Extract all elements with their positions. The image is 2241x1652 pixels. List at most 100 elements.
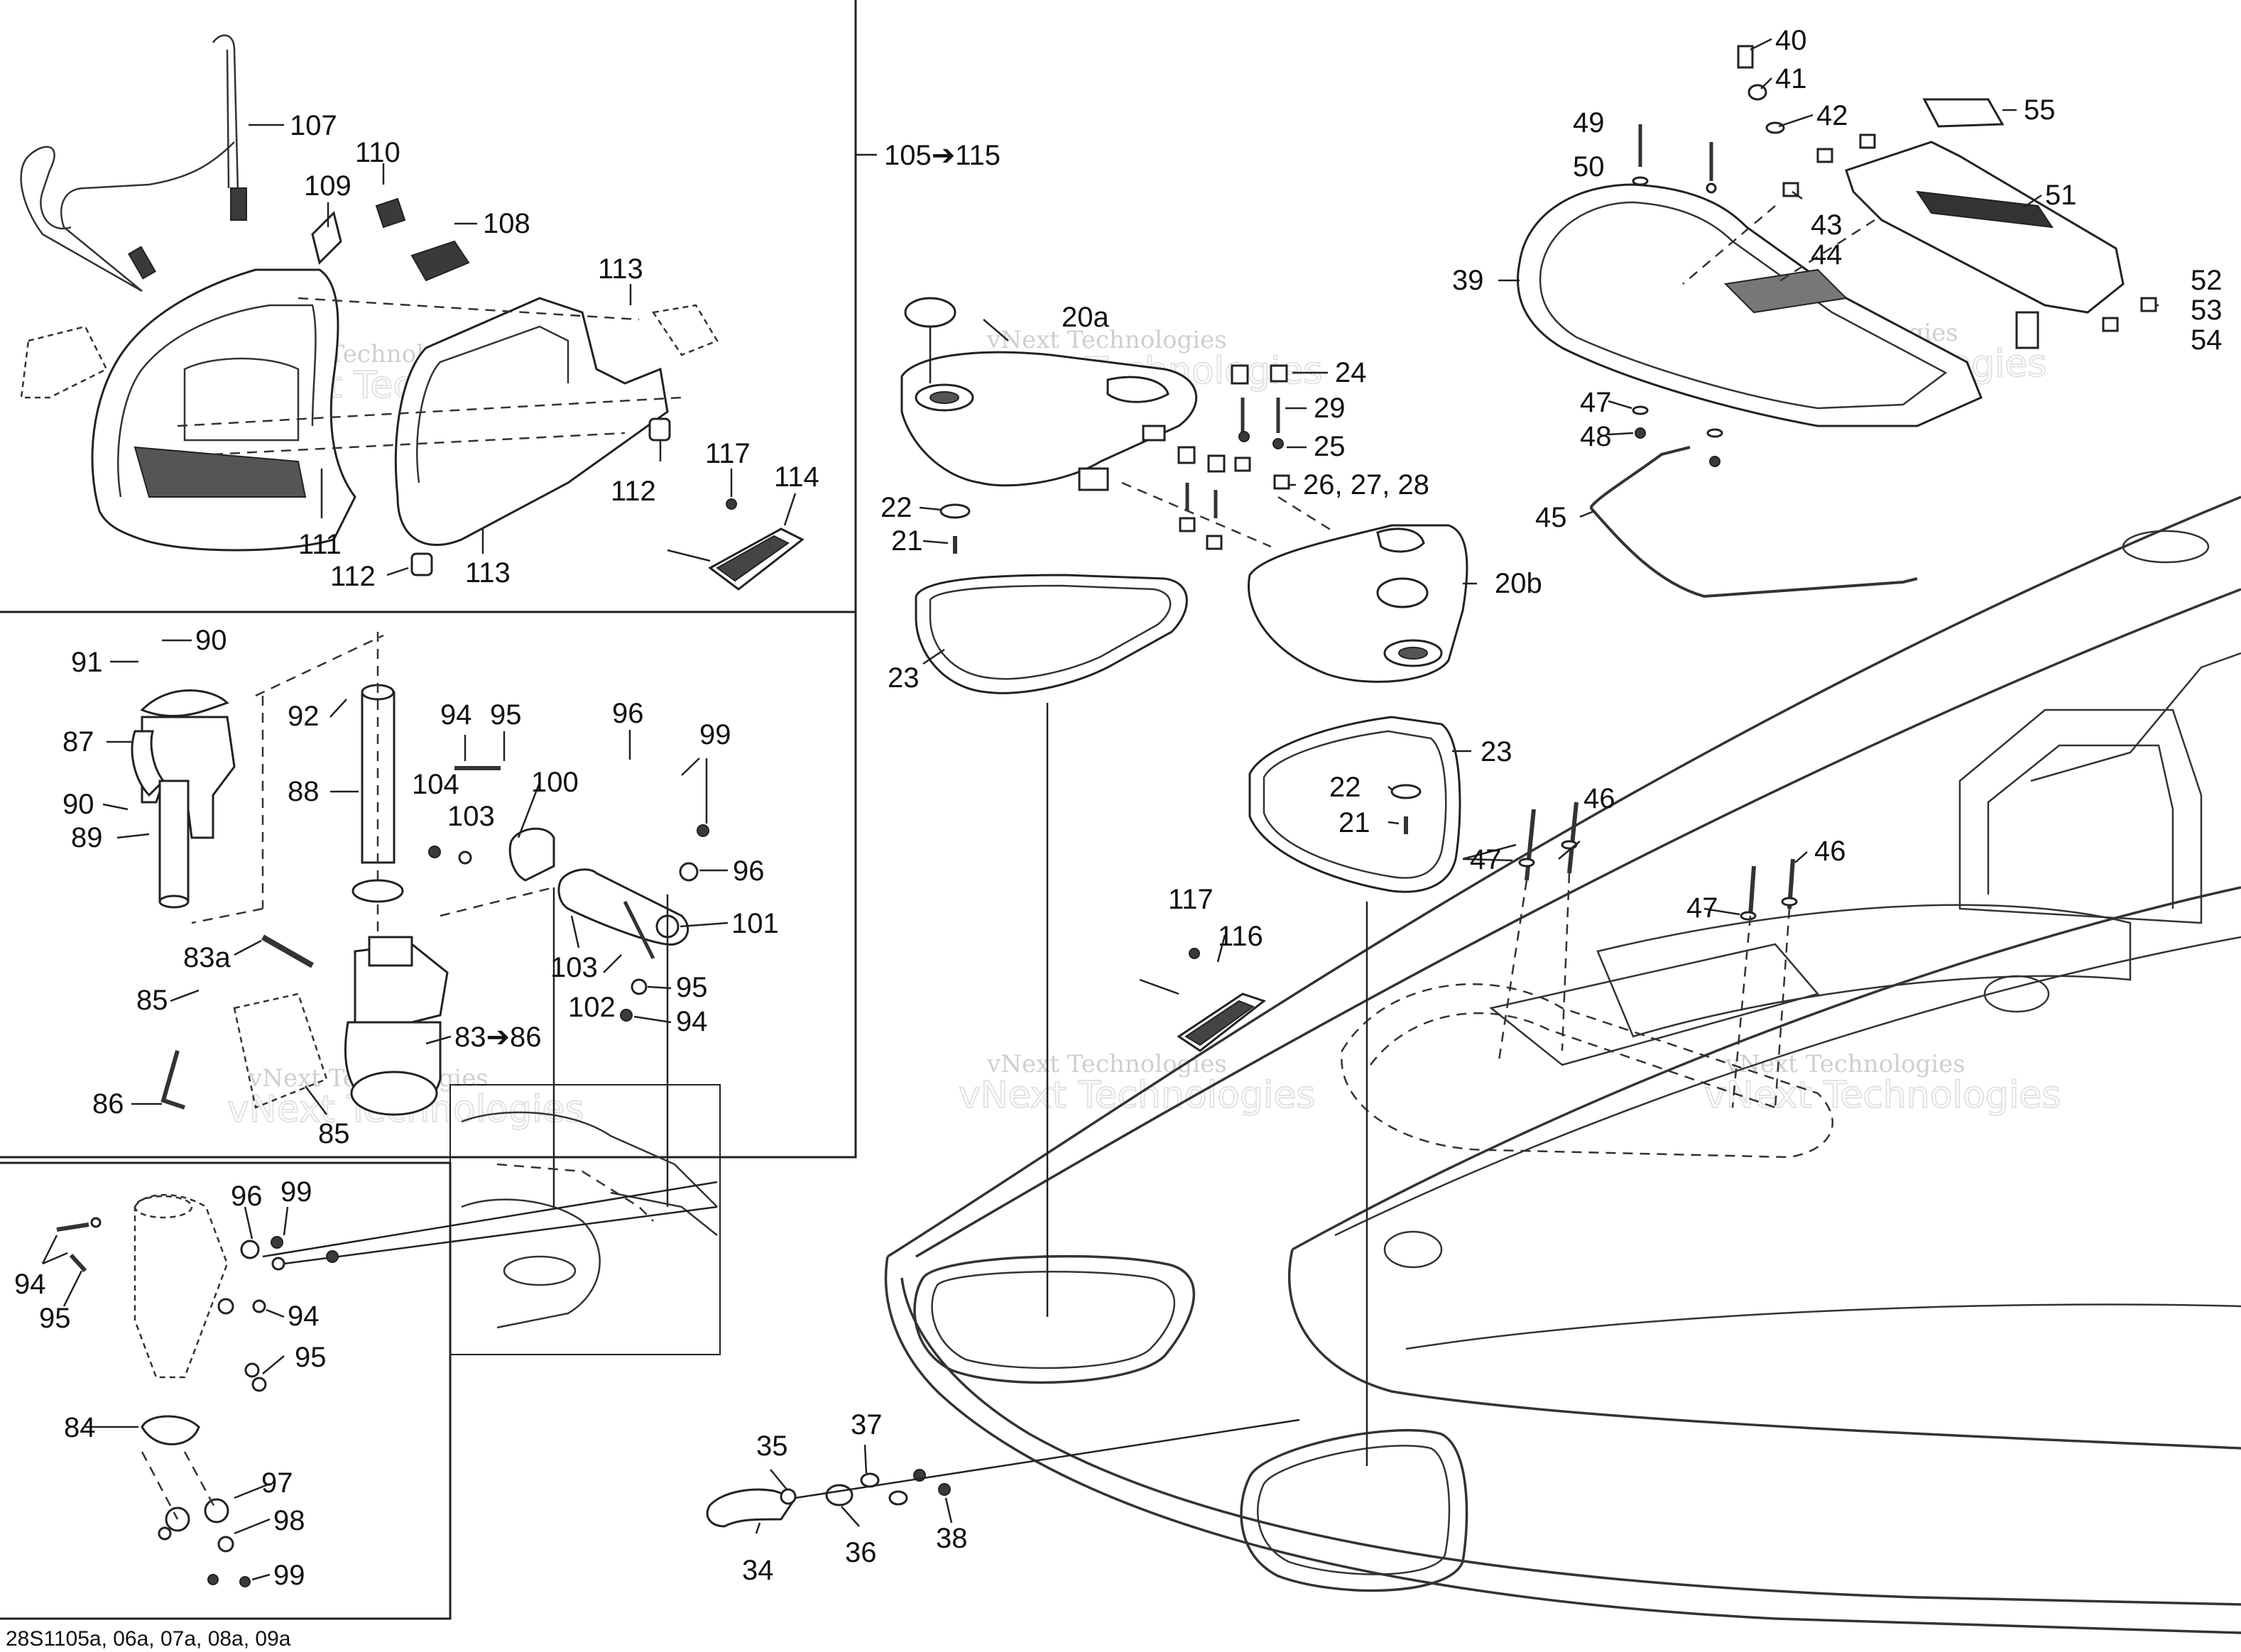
callout: 42 xyxy=(1816,100,1848,131)
callout: 50 xyxy=(1573,151,1605,182)
callout: 48 xyxy=(1580,421,1612,452)
callout: 90 xyxy=(195,625,227,656)
callout: 98 xyxy=(273,1505,305,1536)
callout: 88 xyxy=(288,776,320,807)
callout: 108 xyxy=(483,208,530,239)
callout: 41 xyxy=(1775,63,1807,94)
callout: 24 xyxy=(1335,357,1367,388)
callout: 105➔115 xyxy=(884,140,1000,171)
panel-frames xyxy=(0,0,877,1620)
callout: 45 xyxy=(1535,502,1567,533)
callout: 99 xyxy=(280,1176,312,1208)
callout: 83➔86 xyxy=(454,1022,542,1053)
callout: 47 xyxy=(1470,844,1502,875)
callout: 43 xyxy=(1811,209,1843,241)
callout: 113 xyxy=(598,253,643,285)
callout: 85 xyxy=(136,985,168,1016)
callout: 46 xyxy=(1814,836,1846,867)
callout: 47 xyxy=(1580,387,1612,418)
callout: 85 xyxy=(318,1118,350,1149)
callout: 26, 27, 28 xyxy=(1303,469,1429,500)
callout: 47 xyxy=(1686,892,1718,924)
steering-column-group xyxy=(131,632,709,1207)
leader-lines xyxy=(41,38,2159,1581)
callout: 87 xyxy=(62,726,94,757)
callout: 53 xyxy=(2191,295,2223,326)
callout: 46 xyxy=(1583,783,1615,814)
callout: 92 xyxy=(288,701,320,732)
callout: 96 xyxy=(733,855,765,887)
callout: 40 xyxy=(1775,25,1807,56)
callout: 22 xyxy=(880,492,912,523)
callout: 104 xyxy=(412,769,459,800)
callout: 103 xyxy=(447,801,495,832)
callout: 117 xyxy=(705,438,751,469)
callout: 97 xyxy=(261,1467,293,1499)
callout: 110 xyxy=(355,137,400,168)
callout: 95 xyxy=(295,1342,327,1373)
callout: 34 xyxy=(742,1555,774,1586)
callout: 52 xyxy=(2191,265,2223,296)
callout: 109 xyxy=(304,170,351,202)
callout: 94 xyxy=(676,1006,708,1037)
callout: 21 xyxy=(891,525,923,557)
callout: 36 xyxy=(845,1537,877,1568)
callout: 54 xyxy=(2191,324,2223,356)
callout: 96 xyxy=(231,1181,263,1212)
callout: 21 xyxy=(1338,807,1370,838)
callout: 113 xyxy=(465,557,511,589)
callout: 117 xyxy=(1168,884,1214,915)
callout: 96 xyxy=(612,698,644,729)
deck-inset xyxy=(461,1111,718,1329)
callout: 95 xyxy=(676,972,708,1003)
callout: 94 xyxy=(288,1301,320,1332)
callout: 29 xyxy=(1314,393,1346,424)
callout: 107 xyxy=(290,110,337,141)
figure-code: 28S1105a, 06a, 07a, 08a, 09a xyxy=(6,1627,291,1651)
callout: 101 xyxy=(731,908,779,939)
callout: 84 xyxy=(64,1412,96,1443)
callout: 49 xyxy=(1573,107,1605,138)
steering-support-group xyxy=(56,1181,718,1587)
callout: 39 xyxy=(1452,265,1484,296)
callout: 99 xyxy=(699,719,731,750)
watermark: vNext Technologies xyxy=(986,326,1227,354)
callout: 94 xyxy=(440,699,472,731)
callout: 83a xyxy=(183,942,231,973)
callout-labels: 107 110 109 108 113 111 112 112 113 117 … xyxy=(6,25,2223,1651)
rear-grip-group xyxy=(1517,45,2157,598)
callout: 22 xyxy=(1329,772,1361,803)
callout: 23 xyxy=(888,662,920,694)
callout: 20b xyxy=(1495,568,1542,599)
hull-drawing xyxy=(884,496,2241,1634)
watermark: vNext Technologies xyxy=(1725,1050,1965,1078)
callout: 20a xyxy=(1062,302,1109,333)
callout: 94 xyxy=(14,1269,46,1300)
callout: 116 xyxy=(1218,921,1263,952)
callout: 100 xyxy=(531,767,579,798)
callout: 89 xyxy=(71,822,103,853)
callout: 25 xyxy=(1314,431,1346,462)
callout: 111 xyxy=(298,529,342,560)
tow-eye-group xyxy=(706,1418,1300,1528)
callout: 102 xyxy=(568,992,616,1023)
watermark: vNext Technologies xyxy=(1704,1074,2061,1117)
callout: 23 xyxy=(1481,736,1512,767)
callout: 44 xyxy=(1811,239,1843,270)
callout: 95 xyxy=(490,699,522,731)
callout: 90 xyxy=(62,789,94,820)
callout: 95 xyxy=(39,1303,71,1334)
callout: 112 xyxy=(611,476,656,507)
callout: 35 xyxy=(756,1431,788,1462)
callout: 86 xyxy=(92,1088,124,1120)
callout: 103 xyxy=(550,952,598,983)
callout: 37 xyxy=(851,1409,883,1440)
callout: 51 xyxy=(2045,180,2077,211)
callout: 99 xyxy=(273,1560,305,1591)
callout: 55 xyxy=(2024,94,2056,126)
storage-cover-group xyxy=(900,297,1798,1466)
callout: 91 xyxy=(71,647,103,678)
callout: 114 xyxy=(774,461,819,493)
callout: 38 xyxy=(936,1523,968,1554)
